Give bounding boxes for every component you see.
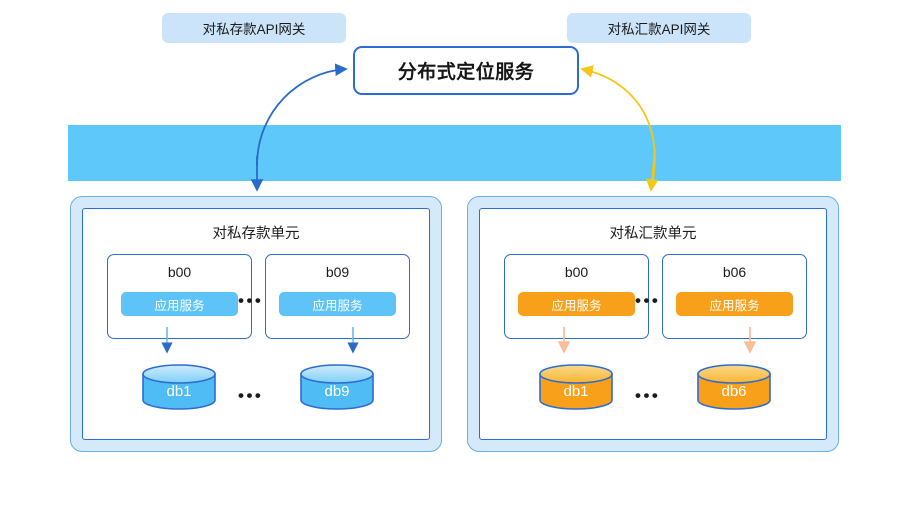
service-pill-b00-remittance[interactable]: 应用服务 bbox=[518, 292, 635, 316]
gateway-deposit-api[interactable]: 对私存款API网关 bbox=[162, 13, 346, 43]
service-pill-b00-deposit-label: 应用服务 bbox=[154, 298, 205, 313]
unit-deposit: 对私存款单元 b00 应用服务 b09 应用服务 ••• db1 bbox=[70, 196, 442, 452]
unit-remittance-title: 对私汇款单元 bbox=[609, 226, 697, 242]
service-pill-b09-deposit-label: 应用服务 bbox=[312, 298, 363, 313]
gateway-remittance-api-label: 对私汇款API网关 bbox=[607, 22, 711, 37]
service-pill-b09-deposit[interactable]: 应用服务 bbox=[279, 292, 396, 316]
node-b00-remittance-label: b00 bbox=[564, 264, 589, 280]
database-db1-deposit[interactable]: db1 bbox=[141, 364, 217, 410]
gateway-remittance-api[interactable]: 对私汇款API网关 bbox=[567, 13, 751, 43]
node-ellipsis-deposit: ••• bbox=[238, 291, 264, 310]
service-pill-b06-remittance[interactable]: 应用服务 bbox=[676, 292, 793, 316]
unit-deposit-title: 对私存款单元 bbox=[212, 226, 300, 242]
database-db1-remittance[interactable]: db1 bbox=[538, 364, 614, 410]
database-db9-deposit[interactable]: db9 bbox=[299, 364, 375, 410]
database-db6-remittance[interactable]: db6 bbox=[696, 364, 772, 410]
unit-remittance-inner: 对私汇款单元 b00 应用服务 b06 应用服务 ••• db1 bbox=[479, 208, 827, 440]
node-b00-deposit[interactable]: b00 应用服务 bbox=[107, 254, 252, 339]
service-pill-b06-remittance-label: 应用服务 bbox=[709, 298, 760, 313]
node-b09-deposit[interactable]: b09 应用服务 bbox=[265, 254, 410, 339]
api-gateway-band bbox=[68, 125, 841, 181]
page-title: 分布式定位服务 bbox=[397, 62, 535, 83]
node-b00-deposit-label: b00 bbox=[167, 264, 192, 280]
node-b06-remittance-label: b06 bbox=[722, 264, 747, 280]
gateway-deposit-api-label: 对私存款API网关 bbox=[202, 22, 306, 37]
node-b09-deposit-label: b09 bbox=[325, 264, 350, 280]
node-ellipsis-remittance: ••• bbox=[635, 291, 661, 310]
service-pill-b00-deposit[interactable]: 应用服务 bbox=[121, 292, 238, 316]
distributed-locator-service-box[interactable]: 分布式定位服务 bbox=[353, 46, 579, 95]
service-pill-b00-remittance-label: 应用服务 bbox=[551, 298, 602, 313]
unit-deposit-inner: 对私存款单元 b00 应用服务 b09 应用服务 ••• db1 bbox=[82, 208, 430, 440]
node-b06-remittance[interactable]: b06 应用服务 bbox=[662, 254, 807, 339]
unit-remittance: 对私汇款单元 b00 应用服务 b06 应用服务 ••• db1 bbox=[467, 196, 839, 452]
database-ellipsis-deposit: ••• bbox=[238, 386, 264, 405]
node-b00-remittance[interactable]: b00 应用服务 bbox=[504, 254, 649, 339]
database-ellipsis-remittance: ••• bbox=[635, 386, 661, 405]
